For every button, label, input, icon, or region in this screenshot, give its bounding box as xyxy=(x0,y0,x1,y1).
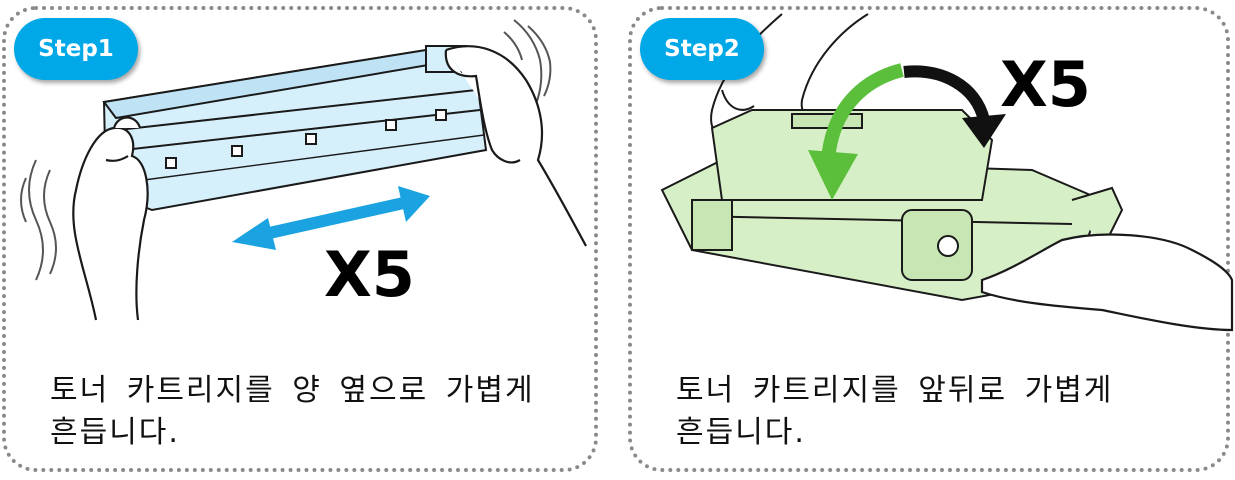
step1-caption: 토너 카트리지를 양 옆으로 가볍게 흔듭니다. xyxy=(50,370,580,454)
step2-caption-line1: 토너 카트리지를 앞뒤로 가볍게 xyxy=(676,373,1114,408)
step2-panel: Step2 X5 토너 카트리지를 앞뒤로 가볍게 흔듭니다. xyxy=(628,6,1234,472)
shake-lines-icon xyxy=(20,159,57,281)
shake-lines-right-icon xyxy=(503,19,552,105)
step2-caption: 토너 카트리지를 앞뒤로 가볍게 흔듭니다. xyxy=(676,370,1206,454)
step2-repeat-count: X5 xyxy=(1000,48,1091,121)
step2-caption-line2: 흔듭니다. xyxy=(676,415,806,450)
double-headed-arrow-icon xyxy=(232,186,430,250)
right-hand-icon xyxy=(444,45,587,247)
step1-caption-line1: 토너 카트리지를 양 옆으로 가볍게 xyxy=(50,373,535,408)
step1-repeat-count: X5 xyxy=(324,238,415,311)
step2-badge: Step2 xyxy=(640,18,764,80)
step1-badge: Step1 xyxy=(14,18,138,80)
toner-cartridge-icon xyxy=(102,45,488,212)
curved-arrow-back-icon xyxy=(903,65,1006,148)
bottom-hand-icon xyxy=(980,233,1234,332)
left-hand-icon xyxy=(72,116,149,321)
step1-caption-line2: 흔듭니다. xyxy=(50,415,180,450)
step1-panel: Step1 X5 토너 카트리지를 양 옆으로 가볍게 흔듭니다. xyxy=(2,6,598,472)
curved-arrow-icon xyxy=(808,63,904,200)
step1-illustration xyxy=(20,19,587,321)
